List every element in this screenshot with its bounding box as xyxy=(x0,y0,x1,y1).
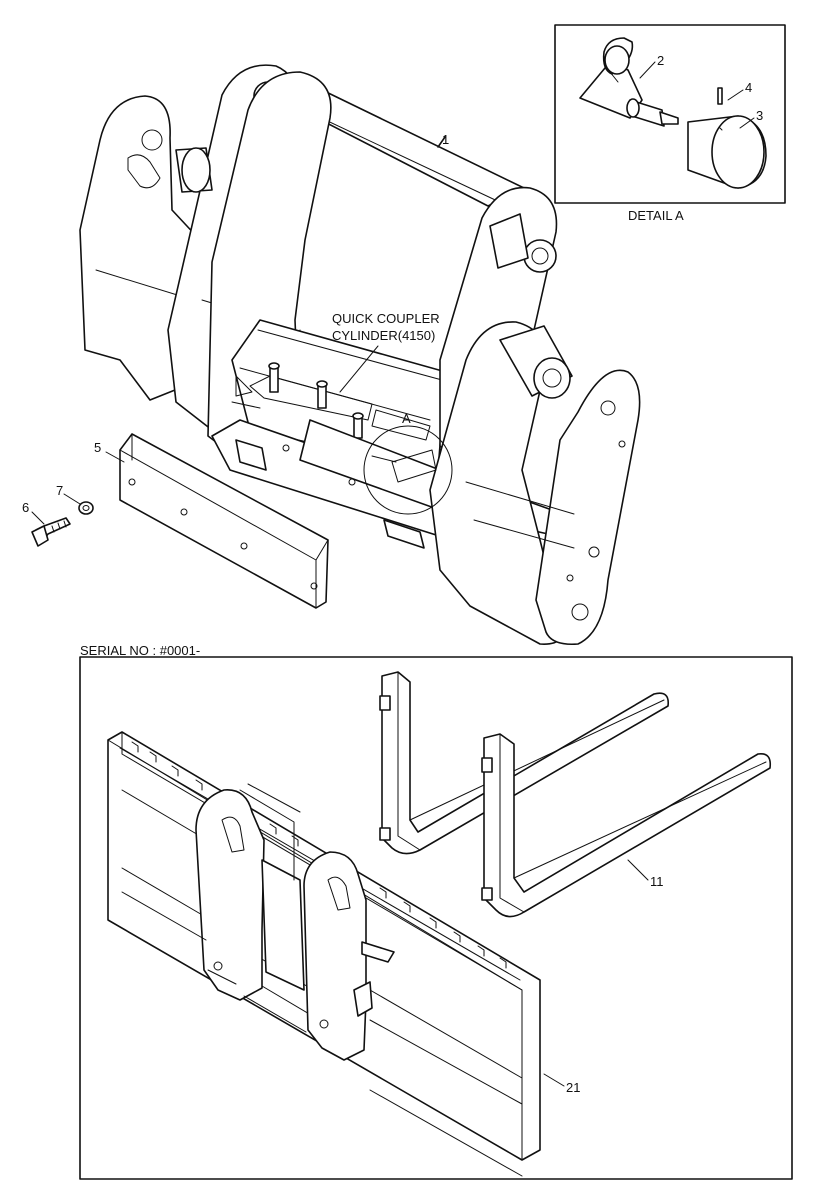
serial-box xyxy=(79,656,793,1180)
label-2: 2 xyxy=(657,53,664,68)
callout-line-2: CYLINDER(4150) xyxy=(332,328,435,343)
plate-part-5 xyxy=(119,433,329,609)
label-1: 1 xyxy=(442,132,449,147)
detail-a-title: DETAIL A xyxy=(628,208,684,223)
label-6: 6 xyxy=(22,500,29,515)
detail-a-box xyxy=(554,24,786,204)
callout-line-1: QUICK COUPLER xyxy=(332,311,440,326)
detail-a-marker: A xyxy=(402,411,411,426)
label-5: 5 xyxy=(94,440,101,455)
fork-carriage-part-21 xyxy=(107,731,541,1177)
label-3: 3 xyxy=(756,108,763,123)
fork-pair-part-11 xyxy=(379,671,772,918)
washer-part-7 xyxy=(78,501,94,515)
label-11: 11 xyxy=(650,874,664,889)
serial-number-label: SERIAL NO : #0001- xyxy=(80,643,200,658)
label-21: 21 xyxy=(566,1080,580,1095)
label-7: 7 xyxy=(56,483,63,498)
label-4: 4 xyxy=(745,80,752,95)
quick-coupler-assembly xyxy=(79,64,641,646)
bolt-part-6 xyxy=(31,517,71,547)
